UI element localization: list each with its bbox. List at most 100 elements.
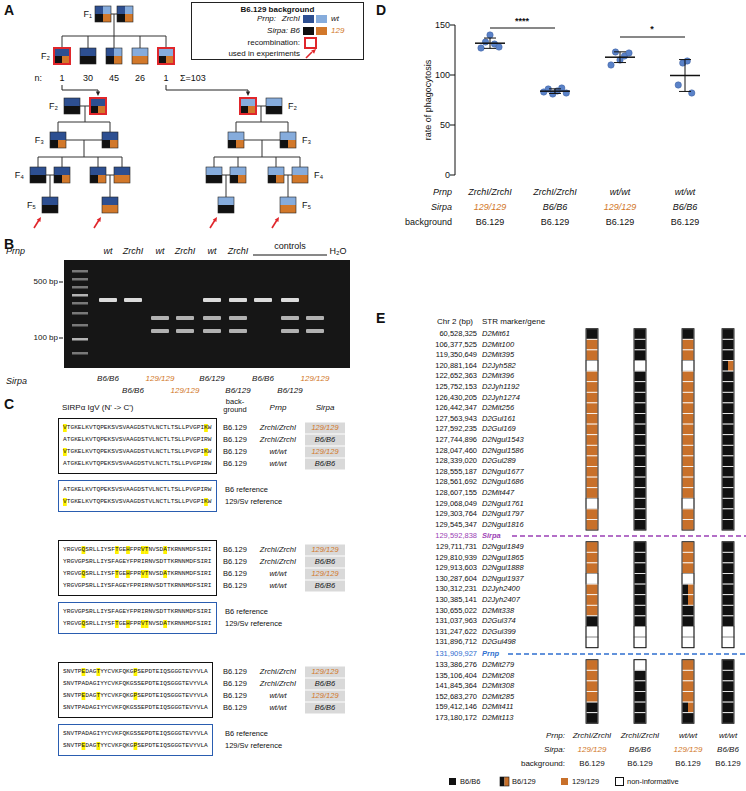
individual-outline bbox=[50, 132, 66, 148]
allele-quadrant bbox=[125, 6, 133, 14]
lane-genotype: B6/129 bbox=[277, 386, 302, 395]
line bbox=[122, 157, 123, 167]
axis-title: rate of phagocytosis bbox=[423, 60, 433, 141]
sd-whisker bbox=[490, 38, 491, 48]
genotype-cell bbox=[586, 563, 598, 574]
genotype-cell bbox=[722, 382, 734, 393]
genotype-cell: ZrchI/ZrchI bbox=[260, 424, 296, 433]
legend-swatch-half bbox=[500, 777, 505, 786]
row-label: Sirpa: bbox=[544, 745, 565, 754]
allele-quadrant bbox=[90, 98, 98, 106]
cell-shade bbox=[305, 423, 345, 434]
allele-quadrant bbox=[292, 175, 300, 183]
position-label: 131,896,712 bbox=[435, 638, 477, 647]
allele-quadrant bbox=[236, 140, 244, 148]
position-label: 127,744,896 bbox=[435, 436, 477, 445]
group-genotype: ZrchI/ZrchI bbox=[533, 187, 577, 197]
line bbox=[262, 140, 263, 157]
sd-cap bbox=[549, 93, 561, 94]
cell-shade bbox=[305, 447, 345, 458]
line bbox=[114, 14, 115, 36]
genotype-cell bbox=[682, 563, 694, 574]
genotype-cell: B6/B6 bbox=[315, 582, 335, 591]
allele-quadrant bbox=[238, 175, 246, 183]
sequence-line: YRGVGQSRLLIYSFTGEHFPRVTNVSDATKRNNMDFSIRI bbox=[63, 568, 212, 580]
position-label: 130,287,604 bbox=[435, 574, 477, 583]
individual-outline bbox=[90, 167, 106, 183]
gene-name: Sirpa bbox=[482, 532, 501, 541]
column-background: B6.129 bbox=[715, 759, 740, 768]
position-label: 130,655,022 bbox=[435, 606, 477, 615]
genotype-cell bbox=[634, 456, 646, 467]
marker-label: D2Ngul1797 bbox=[482, 510, 524, 519]
genotype-cell bbox=[722, 574, 734, 585]
group-background: B6.129 bbox=[541, 217, 570, 227]
genotype-cell bbox=[586, 681, 598, 692]
allele-quadrant bbox=[106, 48, 114, 56]
genotype-cell bbox=[682, 595, 688, 606]
marker-label: D2Ngul1816 bbox=[482, 520, 524, 529]
genotype-cell bbox=[682, 574, 694, 585]
position-label: 125,752,153 bbox=[435, 383, 477, 392]
allele-quadrant bbox=[158, 56, 166, 64]
y-axis bbox=[455, 25, 456, 175]
genotype-cell bbox=[634, 445, 646, 456]
genotype-cell bbox=[722, 350, 734, 361]
generation-label: F₃ bbox=[302, 135, 311, 145]
line bbox=[261, 106, 262, 122]
arrowhead bbox=[311, 49, 316, 54]
legend-swatch bbox=[302, 26, 315, 36]
allele-quadrant bbox=[114, 175, 122, 183]
gene-label: Prnp bbox=[6, 246, 25, 256]
allele-quadrant bbox=[214, 175, 222, 183]
genotype-cell: B6/B6 bbox=[315, 460, 335, 469]
allele-quadrant bbox=[226, 197, 234, 205]
position-label: 131,247,622 bbox=[435, 627, 477, 636]
genotype-cell bbox=[682, 681, 694, 692]
genotype-cell bbox=[586, 520, 598, 531]
position-label: 130,385,141 bbox=[435, 596, 477, 605]
generation-label: F₂ bbox=[49, 101, 58, 111]
genotype-cell bbox=[634, 702, 646, 713]
group-genotype: 129/129 bbox=[604, 202, 637, 212]
genotype-cell: B6/B6 bbox=[315, 704, 335, 713]
allele-quadrant bbox=[98, 98, 106, 106]
dna-band bbox=[306, 316, 324, 320]
genotype-cell: 129/129 bbox=[311, 448, 338, 457]
size-marker: 100 bp bbox=[34, 333, 58, 342]
marker-label: D2Ngul1761 bbox=[482, 499, 524, 508]
gene-label: Sirpa bbox=[6, 376, 27, 386]
genotype-cell bbox=[682, 498, 694, 509]
background-cell: B6.129 bbox=[223, 668, 247, 677]
data-point bbox=[487, 32, 493, 38]
genotype-cell bbox=[634, 552, 646, 563]
genotype-cell bbox=[682, 702, 688, 713]
genotype-cell bbox=[586, 670, 598, 681]
position-label: 128,339,020 bbox=[435, 457, 477, 466]
ladder-band bbox=[72, 324, 88, 327]
genotype-cell bbox=[722, 702, 734, 713]
genotype-cell bbox=[634, 392, 646, 403]
marker-label: D2Jyh1192 bbox=[482, 383, 519, 392]
genotype-cell: 129/129 bbox=[311, 424, 338, 433]
column-background: B6.129 bbox=[579, 759, 604, 768]
sequence-table bbox=[305, 423, 345, 714]
genotype-cell bbox=[586, 403, 598, 414]
column-genotype: B6/B6 bbox=[629, 745, 651, 754]
genotype-cell bbox=[634, 670, 646, 681]
genotype-cell bbox=[682, 467, 694, 478]
segment-outline bbox=[586, 660, 598, 724]
position-label: 152,683,270 bbox=[435, 692, 477, 701]
sd-whisker bbox=[620, 52, 621, 63]
allele-quadrant bbox=[248, 98, 256, 106]
sequence-line: YRGVGPSRLLIYSFAGEYFPRIRNVSDTTKRNNMDFSIRI bbox=[63, 580, 212, 592]
genotype-cell bbox=[634, 713, 646, 724]
allele-quadrant bbox=[88, 48, 96, 56]
group-genotype: B6/B6 bbox=[543, 202, 568, 212]
line bbox=[62, 36, 63, 48]
allele-quadrant bbox=[42, 205, 50, 213]
group-background: B6.129 bbox=[671, 217, 700, 227]
genotype-cell: B6/B6 bbox=[315, 558, 335, 567]
cell-shade bbox=[305, 557, 345, 568]
